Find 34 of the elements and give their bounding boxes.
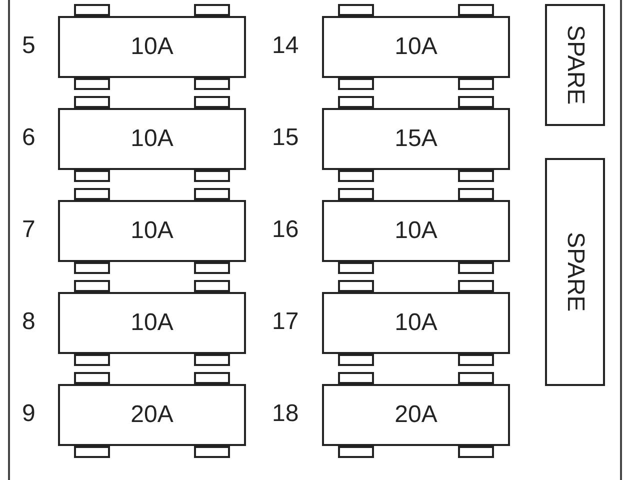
spare-label: SPARE (561, 232, 589, 312)
spare-slot (545, 4, 605, 126)
fuse-number: 15 (272, 124, 299, 152)
spare-label: SPARE (561, 25, 589, 105)
fuse-rating: 10A (130, 125, 174, 153)
fuse-number: 5 (22, 32, 36, 60)
fuse-rating: 15A (394, 125, 438, 153)
spare-slot (545, 158, 605, 386)
fuse-number: 7 (22, 216, 36, 244)
fuse (322, 372, 510, 458)
fuse-number: 9 (22, 400, 36, 428)
fuse-number: 18 (272, 400, 299, 428)
fuse-number: 8 (22, 308, 36, 336)
fuse-number: 14 (272, 32, 299, 60)
fuse-rating: 10A (130, 217, 174, 245)
fuse-rating: 20A (130, 401, 174, 429)
fuse-number: 6 (22, 124, 36, 152)
fuse (322, 4, 510, 90)
fuse-rating: 10A (130, 33, 174, 61)
fuse-rating: 20A (394, 401, 438, 429)
fuse (322, 188, 510, 274)
fuse (322, 96, 510, 182)
fuse-rating: 10A (130, 309, 174, 337)
fuse (58, 188, 246, 274)
fuse-rating: 10A (394, 33, 438, 61)
fuse (58, 4, 246, 90)
fuse (322, 280, 510, 366)
fuse-number: 17 (272, 308, 299, 336)
fuse (58, 372, 246, 458)
fuse-number: 16 (272, 216, 299, 244)
fuse (58, 280, 246, 366)
fuse-rating: 10A (394, 309, 438, 337)
fuse (58, 96, 246, 182)
fuse-rating: 10A (394, 217, 438, 245)
